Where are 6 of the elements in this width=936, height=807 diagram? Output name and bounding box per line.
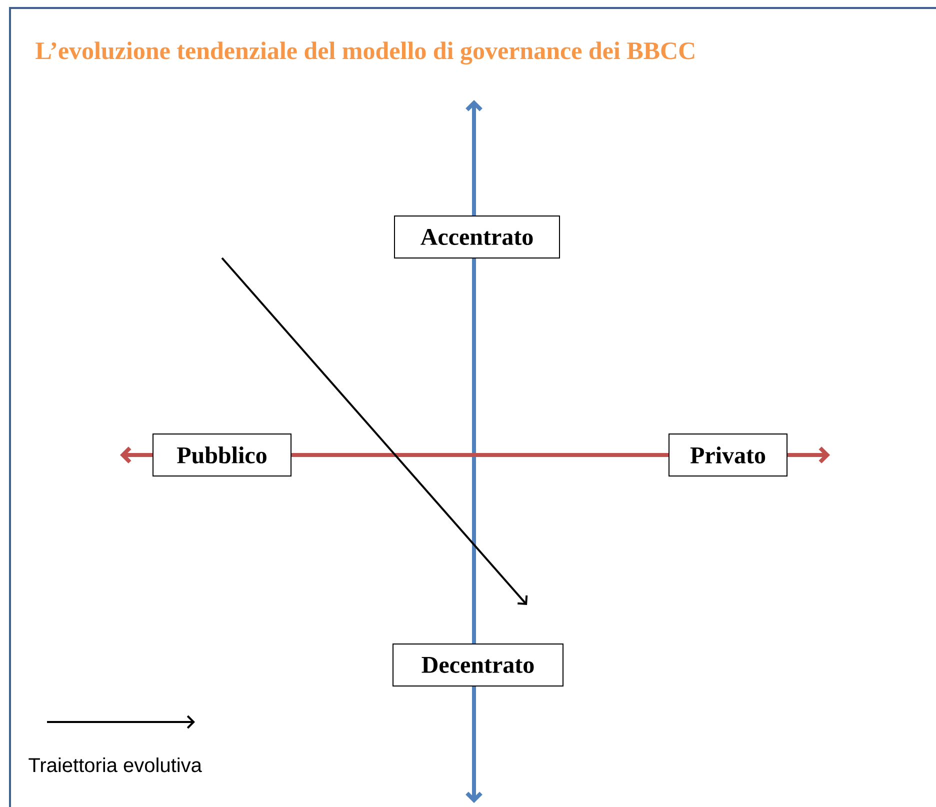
label-box: Accentrato [394, 216, 560, 258]
legend-text: Traiettoria evolutiva [28, 758, 202, 772]
title: L’evoluzione tendenziale del modello di governance dei BBCC [36, 42, 694, 65]
label-box: Privato [668, 434, 788, 476]
label-box: Decentrato [392, 644, 564, 686]
label-box: Pubblico [152, 434, 292, 476]
